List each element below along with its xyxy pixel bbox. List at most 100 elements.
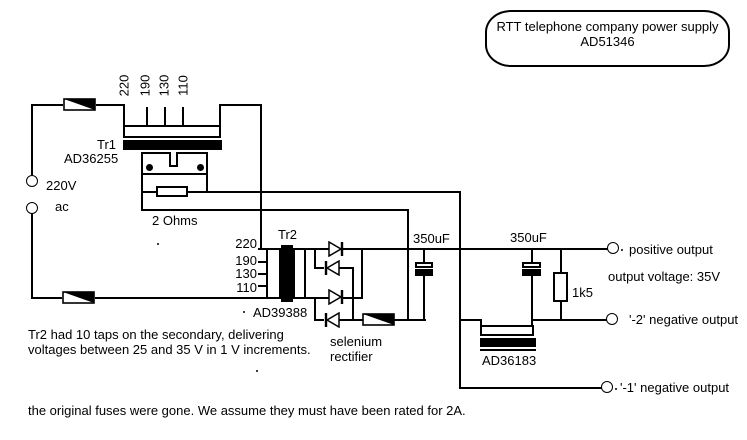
cap2-plate-top [522,262,541,268]
selenium-label-line2: rectifier [330,349,373,364]
wire [339,267,353,269]
wire [423,275,425,321]
wire-rail-secondary-a [186,191,460,193]
wire [480,319,482,327]
wire [305,297,330,299]
wire [560,250,562,272]
tr2-tap-stub [258,285,268,287]
tr1-tap-label-110: 110 [175,75,191,96]
tr2-note-line1: Tr2 had 10 taps on the secondary, delive… [28,327,284,342]
tr1-part-label: AD36255 [64,151,119,166]
title-box: RTT telephone company power supply AD513… [485,10,730,67]
wire [95,297,267,299]
wire [314,248,316,268]
bleeder-resistor-label: 1k5 [572,285,593,300]
tr2-tap-stub [258,261,268,263]
tr2-primary-winding [266,248,281,299]
title-line2: AD51346 [580,34,635,49]
tr1-tap-label-220: 220 [116,74,132,97]
fuse-note: the original fuses were gone. We assume … [28,403,466,418]
fuse-symbol-output [362,313,395,326]
wire [314,297,316,321]
tr2-tap-label-220: 220 [235,236,257,251]
cap1-plate-top [415,262,433,268]
tr2-name-label: Tr2 [278,227,298,242]
choke-winding [480,325,534,336]
tr2-note-line2: voltages between 25 and 35 V in 1 V incr… [28,342,311,357]
diode-symbol-4 [324,312,340,328]
wire-negative-rail [394,319,426,321]
wire [531,275,533,321]
selenium-label-line1: selenium [330,334,383,349]
mains-terminal-live [26,175,38,187]
wire-positive-rail [258,248,608,250]
wire [31,297,62,299]
tr1-primary-winding [123,125,221,138]
ballast-resistor-symbol [156,186,188,197]
tr2-tap-label-190: 190 [235,253,257,268]
tr1-secondary-dot-left [146,164,153,171]
scan-artifact-dot [621,249,623,251]
mains-terminal-neutral [26,202,38,214]
scan-artifact-dot [157,243,159,245]
tr1-tap-label-190: 190 [137,74,153,97]
neg2-output-label: '-2' negative output [629,312,739,327]
cap1-plate-bottom [415,269,433,276]
scan-artifact-dot [615,388,617,390]
neg1-output-terminal [601,381,613,393]
wire-mains-top [31,105,33,175]
tr2-tap-label-130: 130 [235,266,257,281]
wire [343,297,363,299]
wire [560,302,562,320]
mains-voltage-label: 220V [46,178,77,193]
neg2-output-terminal [606,313,618,325]
diode-symbol-3 [328,289,344,305]
wire-mains-bottom [31,214,33,298]
tr2-tap-label-110: 110 [236,280,257,295]
wire [314,267,324,269]
cap1-label: 350uF [413,231,450,246]
bleeder-resistor-symbol [553,272,568,302]
tr1-secondary-notch [169,152,178,167]
mains-ac-label: ac [55,199,69,214]
wire [141,191,158,193]
positive-output-label: positive output [629,242,713,257]
cap2-plate-bottom [522,269,541,276]
wire [352,267,354,321]
wire-neg1 [459,387,603,389]
ballast-resistor-label: 2 Ohms [152,213,198,228]
tr1-tap-label-130: 130 [156,74,172,97]
wire [339,319,363,321]
wire [459,191,461,389]
wire [219,104,221,125]
tr1-core [123,140,222,150]
output-voltage-label: output voltage: 35V [608,269,721,284]
scan-artifact-dot [256,370,258,372]
choke-part-label: AD36183 [482,353,537,368]
diode-symbol-1 [328,241,344,257]
tr1-tap-stub [164,107,166,125]
neg1-output-label: '-1' negative output [620,380,730,395]
wire [531,319,533,327]
tr2-part-label: AD39388 [253,305,308,320]
wire-rail-secondary-b [141,209,409,211]
tr1-tap-stub [182,107,184,125]
wire [361,248,363,299]
diode-symbol-2 [324,260,340,276]
tr1-secondary-dot-right [197,164,204,171]
wire [407,209,409,321]
wire [531,250,533,263]
wire [96,104,125,106]
wire-neg2 [532,319,607,321]
wire [141,175,143,211]
wire [314,319,324,321]
cap2-label: 350uF [510,230,547,245]
wire [123,104,125,126]
wire [206,175,208,192]
tr2-secondary-winding [293,248,306,299]
choke-core [480,338,536,347]
tr1-tap-stub [146,107,148,125]
positive-output-terminal [607,242,619,254]
choke-core-underline [480,349,536,351]
